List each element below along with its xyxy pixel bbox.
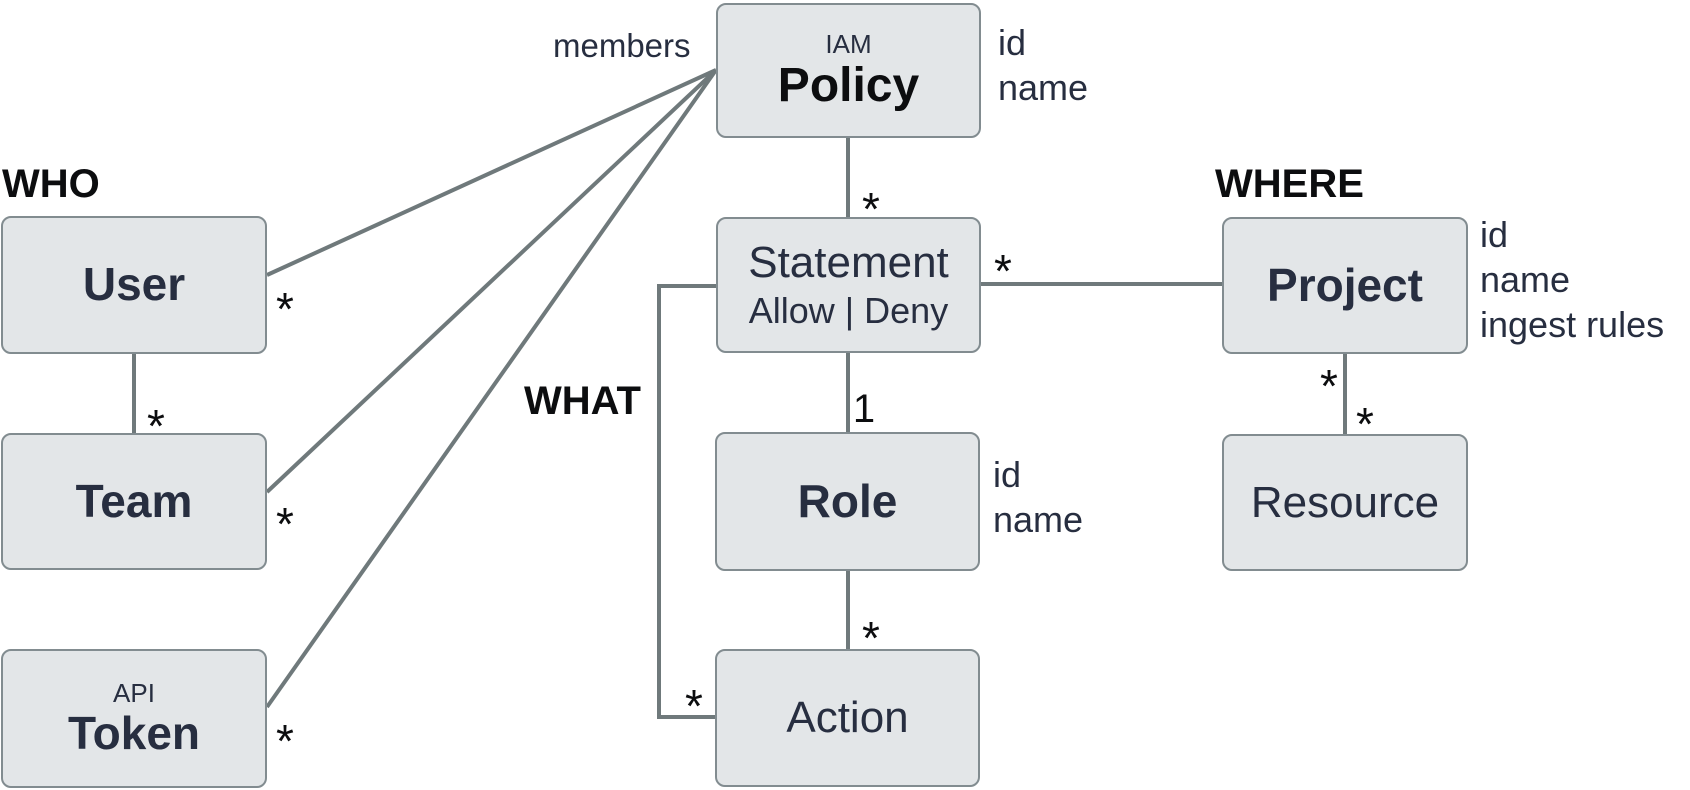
edge-policy-user [266, 68, 717, 277]
entity-policy: IAM Policy [716, 3, 981, 138]
group-label-where: WHERE [1215, 162, 1364, 206]
cardinality-statement-role: 1 [852, 387, 876, 431]
attribute: id [993, 454, 1022, 495]
group-label-who: WHO [2, 162, 100, 206]
entity-team-name: Team [75, 474, 193, 527]
entity-statement-subtitle: Allow | Deny [748, 290, 949, 332]
entity-team: Team [1, 433, 267, 570]
cardinality-project-resource-lower: * [1356, 398, 1374, 450]
entity-action: Action [715, 649, 980, 787]
entity-token-kicker: API [113, 677, 155, 708]
cardinality-project-resource-upper: * [1320, 360, 1338, 412]
cardinality-policy-statement: * [862, 183, 880, 235]
entity-resource: Resource [1222, 434, 1468, 571]
entity-role: Role [715, 432, 980, 571]
edge-policy-token [265, 68, 718, 709]
entity-statement: Statement Allow | Deny [716, 217, 981, 353]
entity-user-name: User [82, 258, 186, 311]
entity-role-attributes: id name [993, 452, 1083, 542]
group-label-what: WHAT [524, 379, 641, 423]
attribute: ingest rules [1480, 304, 1665, 345]
entity-user: User [1, 216, 267, 354]
cardinality-statement-action: * [685, 680, 703, 732]
entity-action-name: Action [786, 693, 909, 743]
cardinality-user-team: * [147, 400, 165, 452]
members-edge-label: members [553, 27, 691, 64]
entity-policy-name: Policy [777, 58, 920, 112]
entity-token-name: Token [67, 706, 201, 759]
entity-policy-kicker: IAM [825, 28, 872, 59]
entity-token: API Token [1, 649, 267, 788]
attribute: name [1480, 259, 1571, 300]
cardinality-role-action: * [862, 612, 880, 664]
cardinality-policy-token: * [276, 715, 294, 767]
edge-statement-action-bracket [657, 284, 716, 719]
attribute: name [993, 499, 1084, 540]
cardinality-policy-team: * [276, 498, 294, 550]
entity-role-name: Role [797, 474, 898, 527]
entity-project-attributes: id name ingest rules [1480, 212, 1664, 347]
cardinality-statement-project: * [994, 245, 1012, 297]
cardinality-policy-user: * [276, 283, 294, 335]
edge-policy-team [265, 68, 718, 494]
entity-project-name: Project [1267, 258, 1423, 311]
attribute: name [998, 67, 1089, 108]
entity-policy-attributes: id name [998, 20, 1088, 110]
attribute: id [1480, 214, 1509, 255]
entity-resource-name: Resource [1250, 477, 1440, 527]
entity-statement-name: Statement [748, 237, 949, 287]
entity-project: Project [1222, 217, 1468, 354]
attribute: id [998, 22, 1027, 63]
